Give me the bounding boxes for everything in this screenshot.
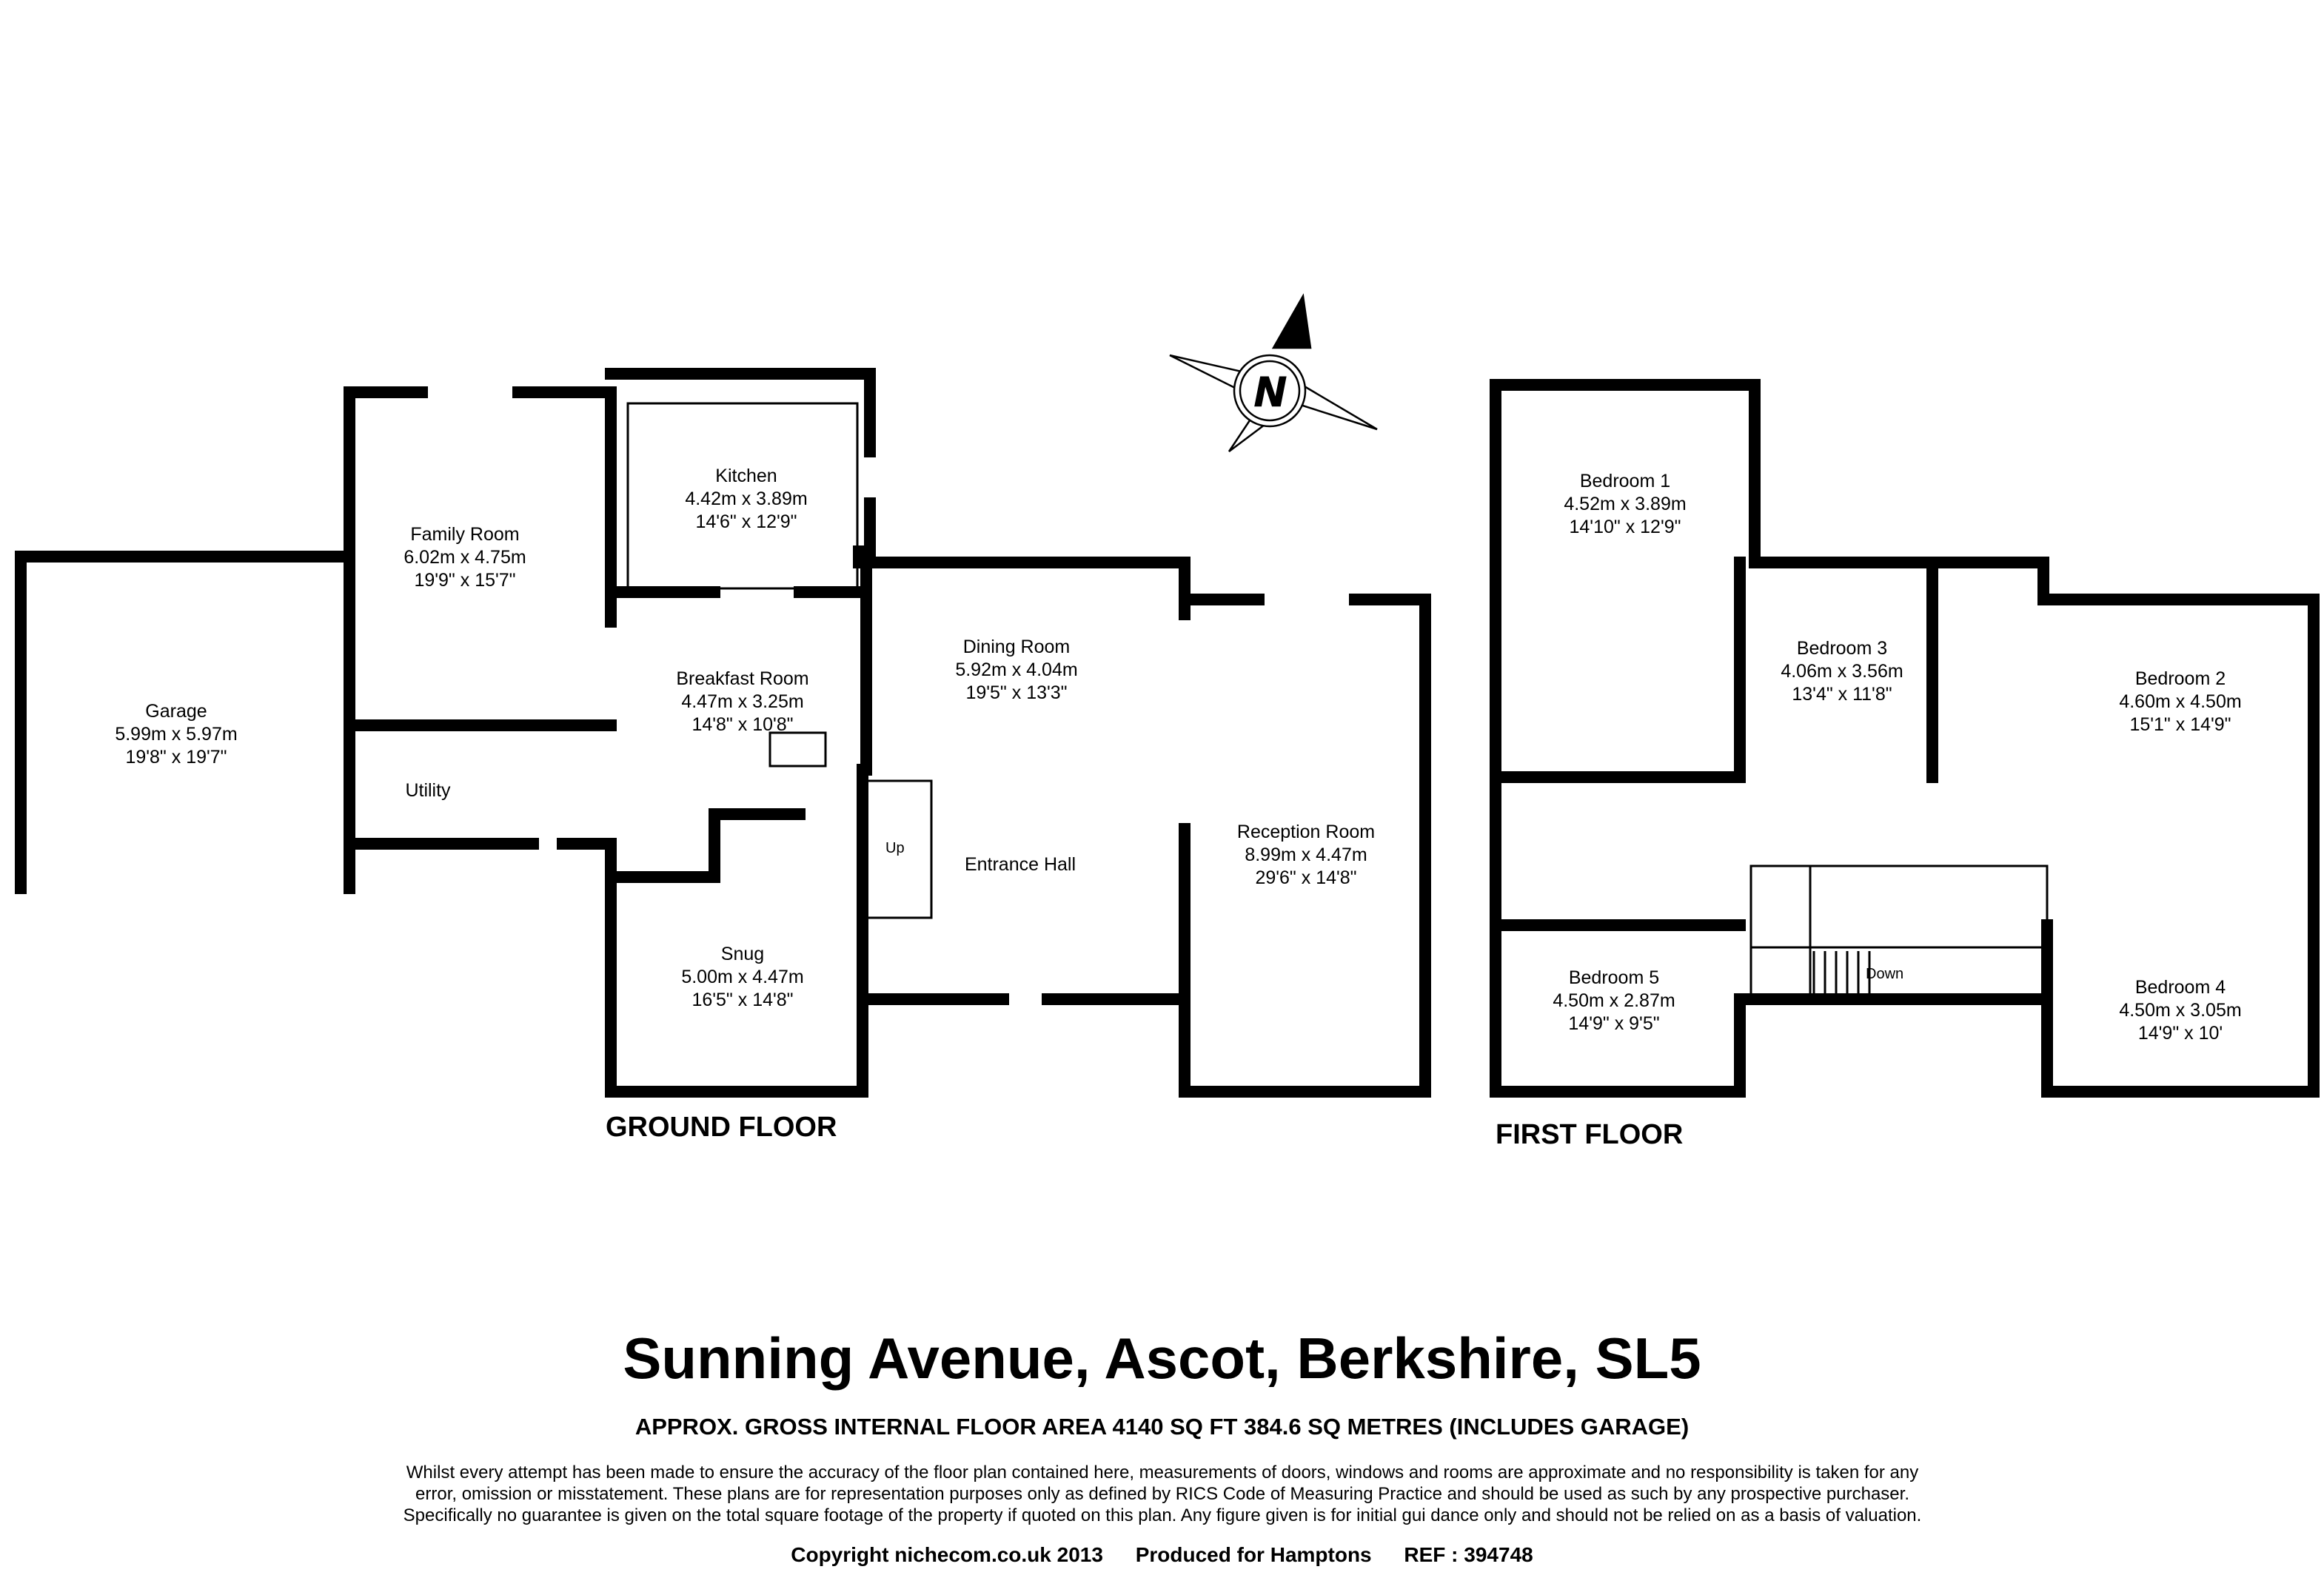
bedroom-3-imperial: 13'4" x 11'8" <box>1792 684 1892 705</box>
compass-letter: N <box>1255 368 1286 414</box>
bedroom-2-imperial: 15'1" x 14'9" <box>2129 714 2231 735</box>
disclaimer: Whilst every attempt has been made to en… <box>252 1462 2073 1526</box>
dining-room-imperial: 19'5" x 13'3" <box>965 682 1067 703</box>
garage-imperial: 19'8" x 19'7" <box>125 747 227 768</box>
breakfast-room-name: Breakfast Room <box>676 668 808 689</box>
reference-text: REF : 394748 <box>1404 1543 1533 1566</box>
compass-rose: N <box>1169 293 1378 452</box>
snug-imperial: 16'5" x 14'8" <box>691 990 793 1010</box>
garage-metric: 5.99m x 5.97m <box>115 724 237 745</box>
bedroom-2-name: Bedroom 2 <box>2135 668 2226 689</box>
garage-name: Garage <box>145 701 207 722</box>
first-floor-label: FIRST FLOOR <box>1496 1119 1683 1150</box>
floor-area-line: APPROX. GROSS INTERNAL FLOOR AREA 4140 S… <box>634 1414 1690 1440</box>
disclaimer-line: Specifically no guarantee is given on th… <box>403 1505 1922 1525</box>
bedroom-5-metric: 4.50m x 2.87m <box>1553 990 1675 1011</box>
bedroom-2-metric: 4.60m x 4.50m <box>2119 691 2241 712</box>
reception-room-metric: 8.99m x 4.47m <box>1245 844 1367 865</box>
first-floor-walls <box>1490 379 2320 1098</box>
family-room-imperial: 19'9" x 15'7" <box>414 570 515 591</box>
bedroom-4-name: Bedroom 4 <box>2135 977 2226 998</box>
first-floor-rooms: Bedroom 1 4.52m x 3.89m 14'10" x 12'9" B… <box>1496 471 2242 1150</box>
interior-details <box>626 402 2049 999</box>
ground-floor-rooms: Garage 5.99m x 5.97m 19'8" x 19'7" Famil… <box>115 466 1375 1143</box>
bedroom-1-metric: 4.52m x 3.89m <box>1564 494 1686 514</box>
disclaimer-line: error, omission or misstatement. These p… <box>415 1484 1909 1504</box>
bedroom-4-imperial: 14'9" x 10' <box>2138 1023 2223 1044</box>
bedroom-3-name: Bedroom 3 <box>1797 638 1887 659</box>
bedroom-5-name: Bedroom 5 <box>1569 967 1659 988</box>
dining-room-name: Dining Room <box>963 637 1071 657</box>
kitchen-imperial: 14'6" x 12'9" <box>695 511 797 532</box>
stairs-down-label: Down <box>1866 966 1903 982</box>
dining-room-metric: 5.92m x 4.04m <box>955 659 1077 680</box>
utility-name: Utility <box>405 780 451 801</box>
kitchen-name: Kitchen <box>715 466 777 486</box>
snug-metric: 5.00m x 4.47m <box>681 967 803 987</box>
footer: Copyright nichecom.co.uk 2013 Produced f… <box>0 1543 2324 1567</box>
ground-floor-walls <box>15 368 1431 1098</box>
bedroom-4-metric: 4.50m x 3.05m <box>2119 1000 2241 1021</box>
stairs-up-label: Up <box>885 840 905 856</box>
snug-name: Snug <box>721 944 764 964</box>
bedroom-1-imperial: 14'10" x 12'9" <box>1569 517 1681 537</box>
breakfast-room-imperial: 14'8" x 10'8" <box>691 714 793 735</box>
bedroom-1-name: Bedroom 1 <box>1580 471 1670 491</box>
family-room-metric: 6.02m x 4.75m <box>403 547 526 568</box>
ground-floor-label: GROUND FLOOR <box>606 1112 837 1143</box>
kitchen-metric: 4.42m x 3.89m <box>685 488 807 509</box>
reception-room-name: Reception Room <box>1237 822 1375 842</box>
reception-room-imperial: 29'6" x 14'8" <box>1255 867 1356 888</box>
family-room-name: Family Room <box>410 524 519 545</box>
breakfast-room-metric: 4.47m x 3.25m <box>681 691 803 712</box>
copyright-text: Copyright nichecom.co.uk 2013 <box>791 1543 1103 1566</box>
bedroom-3-metric: 4.06m x 3.56m <box>1781 661 1903 682</box>
entrance-hall-name: Entrance Hall <box>965 854 1076 875</box>
property-title: Sunning Avenue, Ascot, Berkshire, SL5 <box>623 1326 1701 1391</box>
produced-for-text: Produced for Hamptons <box>1135 1543 1372 1566</box>
bedroom-5-imperial: 14'9" x 9'5" <box>1568 1013 1659 1034</box>
disclaimer-line: Whilst every attempt has been made to en… <box>406 1463 1919 1482</box>
